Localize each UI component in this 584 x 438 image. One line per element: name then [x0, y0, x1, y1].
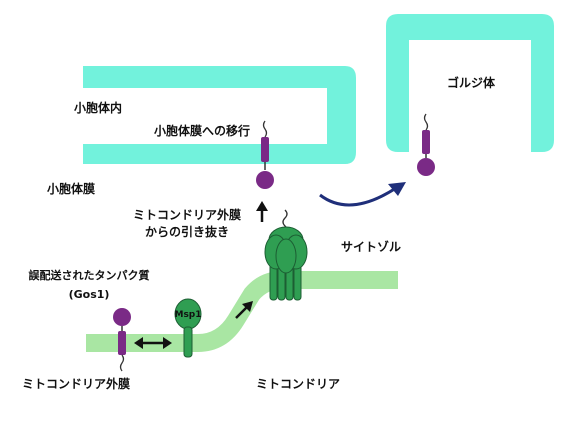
protein-golgi-tm	[422, 130, 430, 154]
protein-golgi-tail	[423, 113, 429, 131]
cytosol-label: サイトゾル	[341, 240, 402, 254]
protein-er-tm	[261, 137, 269, 162]
extraction-label-line2: からの引き抜き	[144, 225, 229, 239]
mislocalized-protein	[113, 308, 131, 372]
up-arrow-icon	[256, 201, 268, 222]
protein-er-head	[256, 171, 274, 189]
double-arrow-icon	[134, 337, 172, 349]
er-compartment	[83, 66, 356, 164]
protein-golgi-head	[417, 158, 435, 176]
hexamer-subunit-center	[275, 238, 297, 274]
golgi-label: ゴルジ体	[447, 76, 496, 90]
double-arrow-left-head	[134, 337, 143, 349]
mislocalized-protein-label: 誤配送されたタンパク質 (Gos1)	[19, 268, 159, 302]
mislocalized-label-line1: 誤配送されたタンパク質	[28, 269, 150, 282]
msp1-label: Msp1	[174, 310, 201, 320]
mitochondria-label: ミトコンドリア	[256, 377, 341, 391]
protein-in-golgi	[417, 113, 435, 176]
er-membrane-label: 小胞体膜	[47, 182, 96, 196]
mislocalized-protein-tail	[119, 354, 125, 372]
up-arrow-head	[256, 201, 268, 211]
mislocalized-protein-head	[113, 308, 131, 326]
move-to-er-label: 小胞体膜への移行	[154, 124, 251, 138]
curved-transport-arrow-icon	[319, 186, 397, 207]
golgi-compartment	[386, 14, 554, 152]
double-arrow-right-head	[163, 337, 172, 349]
mislocalized-label-line2: (Gos1)	[68, 288, 110, 301]
er-lumen-label: 小胞体内	[74, 101, 123, 115]
mislocalized-protein-tm	[118, 331, 126, 355]
msp1-monomer: Msp1	[174, 298, 202, 358]
diagonal-arrow-head	[242, 301, 253, 312]
curved-transport-arrowhead	[388, 182, 406, 196]
extraction-label: ミトコンドリア外膜 からの引き抜き	[128, 208, 246, 240]
extraction-label-line1: ミトコンドリア外膜	[132, 208, 241, 222]
msp1-stalk	[183, 326, 193, 358]
diagonal-arrow-icon	[235, 301, 253, 319]
msp1-hexamer	[264, 209, 308, 301]
protein-in-er	[256, 120, 274, 189]
mito-outer-membrane-label: ミトコンドリア外膜	[22, 377, 131, 391]
protein-er-tail	[262, 120, 268, 138]
